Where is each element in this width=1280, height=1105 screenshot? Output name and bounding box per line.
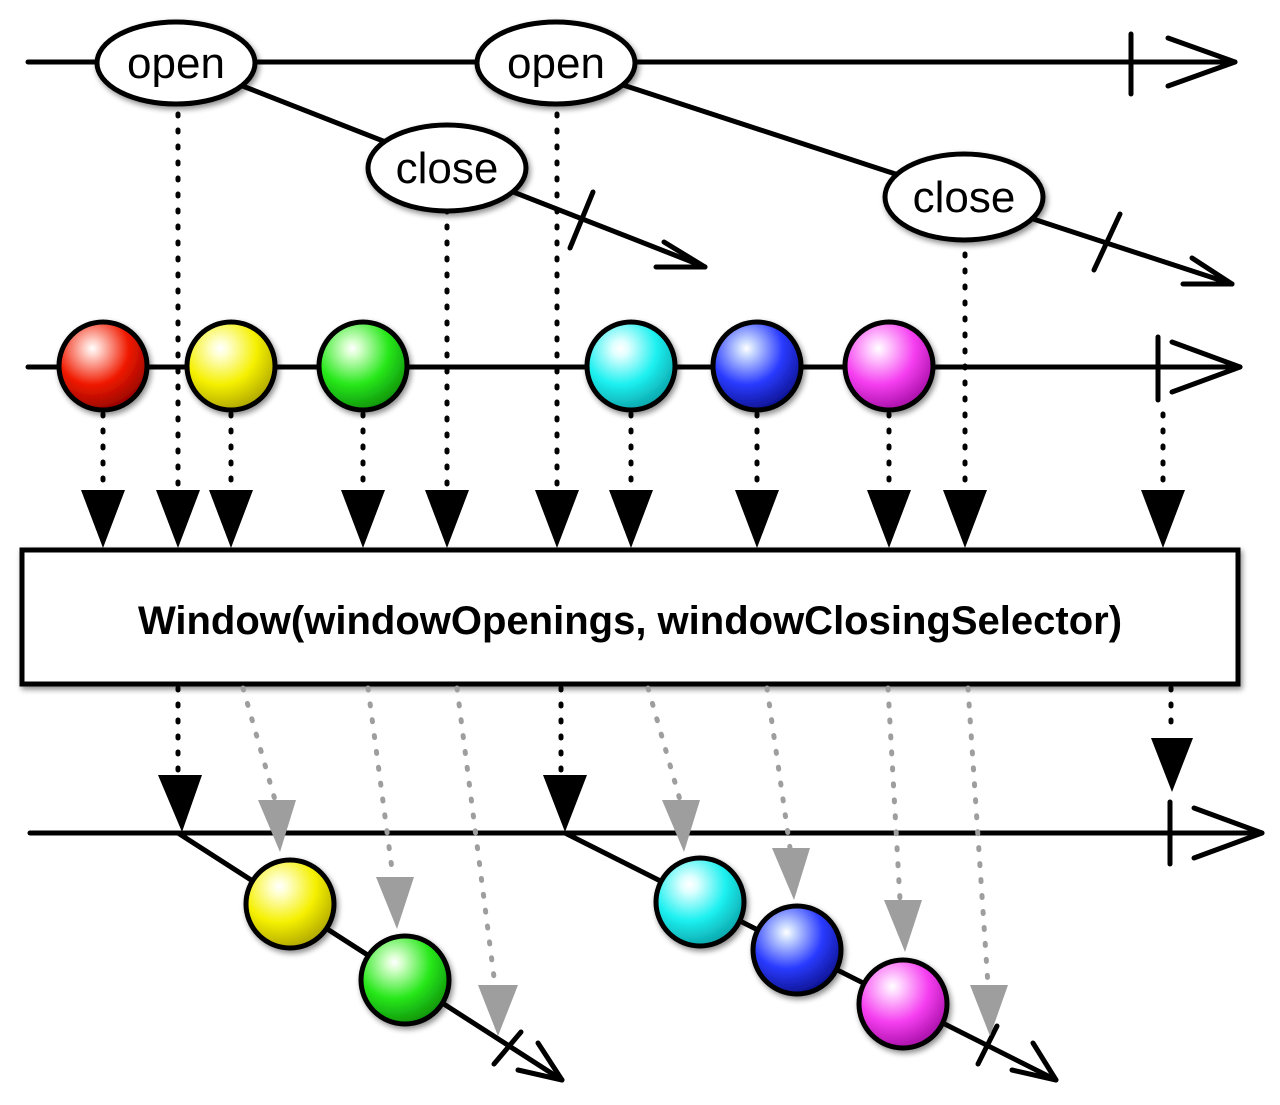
window-1-open-arrowhead — [158, 775, 202, 832]
closing-1-oval — [365, 122, 529, 214]
closing-1-arrowhead — [425, 490, 469, 548]
red-arrowhead — [81, 490, 125, 548]
magenta-arrowhead — [867, 490, 911, 548]
output-arrowheads-gray — [258, 800, 1008, 1036]
marble-green — [316, 319, 410, 413]
cyan-output-arrowhead — [662, 800, 700, 852]
closing-timeline-2-completion-mark — [1091, 211, 1123, 273]
closing-2: close — [882, 151, 1046, 243]
opening-1-oval — [94, 19, 258, 107]
window-2-marble-blue — [750, 903, 844, 997]
window-2-completion-mark — [975, 1023, 1000, 1067]
marble-yellow — [184, 319, 278, 413]
output-arrowheads-black — [158, 738, 1193, 832]
operator-label: Window(windowOpenings, windowClosingSele… — [138, 599, 1122, 643]
opening-1-arrowhead — [156, 490, 200, 548]
green-output-arrowhead — [376, 877, 414, 929]
closing-2-output-connector — [965, 685, 991, 988]
closing-timeline-2-arrowhead — [1180, 255, 1235, 287]
closing-2-arrowhead — [943, 490, 987, 548]
cyan-arrowhead — [609, 490, 653, 548]
closing-1-output-connector — [454, 685, 498, 988]
window-1-marble-yellow — [243, 857, 337, 951]
closing-2-oval — [882, 151, 1046, 243]
operator-box-frame — [19, 547, 1241, 687]
operator-box: Window(windowOpenings, windowClosingSele… — [19, 547, 1241, 687]
input-arrowheads — [81, 490, 1185, 548]
marble-blue — [710, 319, 804, 413]
opening-1: open — [94, 19, 258, 107]
closing-1-label: close — [396, 144, 499, 193]
blue-output-connector — [764, 685, 793, 851]
source-timeline-arrowhead — [1169, 339, 1243, 395]
magenta-output-arrowhead — [884, 900, 922, 952]
window-1-marble-green — [358, 933, 452, 1027]
green-arrowhead — [341, 490, 385, 548]
opening-2-oval — [474, 19, 638, 107]
output-connectors-black — [175, 685, 1174, 778]
closing-1-output-arrowhead — [478, 985, 518, 1036]
closing-2-label: close — [913, 173, 1016, 222]
source-marbles — [56, 319, 936, 413]
closing-timeline-1-completion-mark — [567, 189, 596, 251]
window-1-marbles — [243, 857, 452, 1027]
result-completion-arrowhead — [1151, 738, 1193, 792]
blue-output-arrowhead — [772, 848, 810, 900]
input-connectors — [100, 95, 1166, 493]
opening-2: open — [474, 19, 638, 107]
window-1-completion-mark — [491, 1029, 524, 1067]
cyan-output-connector — [645, 685, 683, 803]
window-2-marbles — [653, 855, 950, 1051]
window-1-arrowhead — [515, 1040, 565, 1083]
result-timeline — [27, 799, 1265, 867]
blue-arrowhead — [735, 490, 779, 548]
opening-2-arrowhead — [535, 490, 579, 548]
window-2-arrowhead — [1009, 1040, 1059, 1083]
yellow-output-arrowhead — [258, 800, 296, 852]
yellow-output-connector — [240, 685, 278, 803]
marble-magenta — [842, 319, 936, 413]
yellow-arrowhead — [209, 490, 253, 548]
output-connectors-gray — [240, 685, 991, 988]
window-2-marble-magenta — [856, 957, 950, 1051]
closing-timeline-1-arrowhead — [653, 239, 708, 270]
closing-1: close — [365, 122, 529, 214]
magenta-output-connector — [885, 685, 903, 903]
openings-timeline-arrowhead — [1165, 35, 1238, 89]
marble-cyan — [584, 319, 678, 413]
opening-1-label: open — [127, 39, 225, 88]
completion-arrowhead — [1141, 490, 1185, 548]
marble-red — [56, 319, 150, 413]
result-timeline-arrowhead — [1191, 805, 1265, 861]
window-2-marble-cyan — [653, 855, 747, 949]
green-output-connector — [365, 685, 396, 880]
closing-2-output-arrowhead — [970, 985, 1008, 1036]
opening-2-label: open — [507, 39, 605, 88]
window-2-open-arrowhead — [543, 775, 587, 832]
